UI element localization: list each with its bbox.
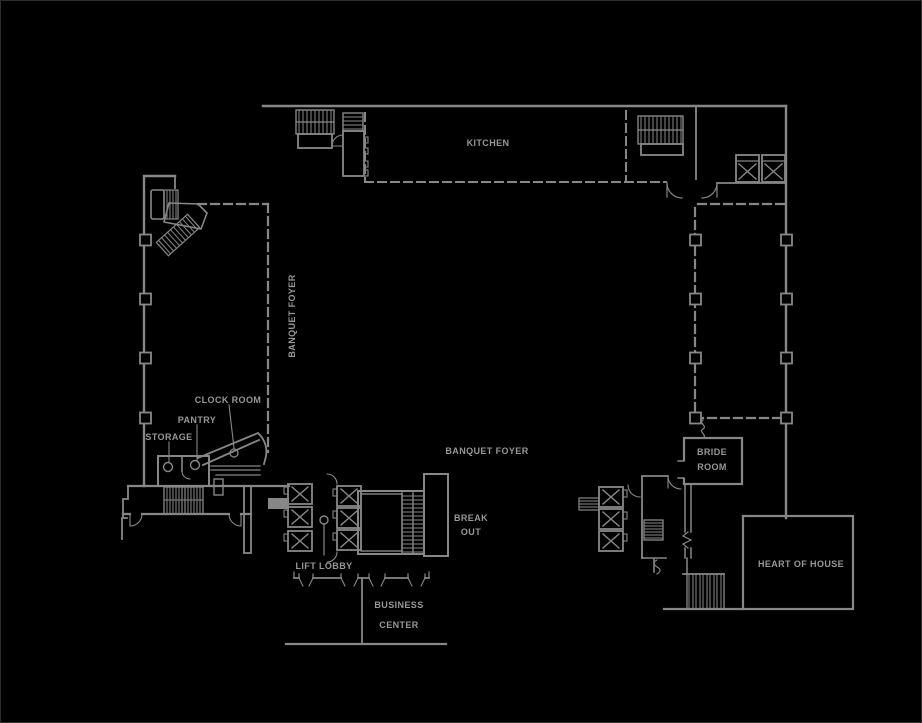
label-bride-room: BRIDE ROOM (696, 447, 728, 472)
clock-room-shape (196, 431, 268, 476)
elevators-east-bank (578, 475, 682, 575)
label-lift-lobby: LIFT LOBBY (295, 561, 353, 571)
label-pantry: PANTRY (177, 415, 217, 425)
outer-walls (142, 104, 788, 520)
business-center-walls (284, 571, 448, 646)
label-break-out: BREAK OUT (453, 513, 489, 537)
label-banquet-foyer-center: BANQUET FOYER (445, 446, 529, 456)
label-storage: STORAGE (145, 432, 193, 442)
column-markers (139, 233, 793, 425)
label-heart-of-house: HEART OF HOUSE (757, 559, 845, 569)
label-kitchen: KITCHEN (466, 138, 510, 148)
lift-lobby-core (268, 473, 449, 563)
label-clock-room: CLOCK ROOM (194, 395, 262, 405)
foyer-dashed-boundaries (196, 202, 786, 454)
stair-kitchen-west (295, 109, 335, 149)
bride-room-shape (677, 436, 744, 575)
elevators-northeast (735, 154, 786, 183)
heart-of-house-shape (662, 514, 855, 611)
label-business-center: BUSINESS CENTER (374, 600, 424, 630)
stair-west-wing (150, 189, 208, 257)
wall-break-symbol-bride (701, 419, 705, 439)
stair-kitchen-east (637, 115, 684, 156)
corridor-southwest (121, 478, 291, 554)
label-banquet-foyer-left: BANQUET FOYER (287, 274, 297, 358)
storage-pantry-rooms (157, 404, 235, 486)
kitchen-service-room (331, 112, 369, 177)
